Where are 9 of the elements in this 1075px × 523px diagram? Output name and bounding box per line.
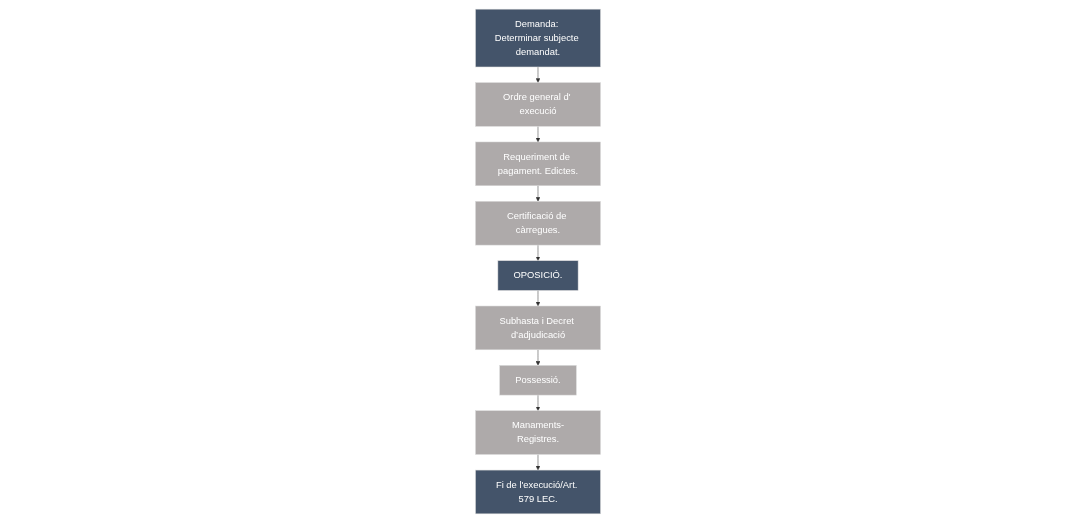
node-box: Manaments-Registres.: [474, 410, 601, 455]
node-box: Ordre general d' execució: [474, 82, 601, 127]
node-box: OPOSICIÓ.: [497, 260, 578, 291]
node-box: Subhasta i Decret d’adjudicació: [474, 305, 601, 351]
node-box: Certificació de càrregues.: [474, 201, 601, 246]
node-box: Fi de l'execució/Art. 579 LEC.: [474, 469, 601, 515]
node-box: Requeriment de pagament. Edictes.: [474, 141, 601, 186]
node-box: Demanda: Determinar subjecte demandat.: [474, 8, 601, 68]
node-box: Possessió.: [498, 365, 577, 396]
